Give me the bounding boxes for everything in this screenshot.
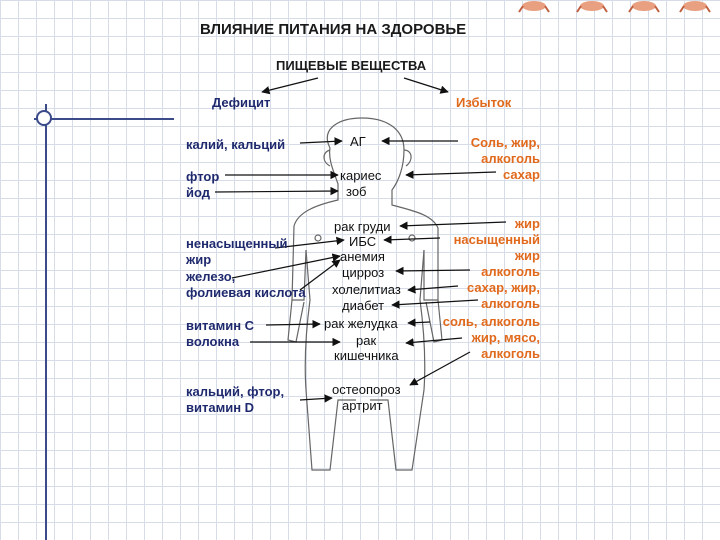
condition-label: рак — [356, 333, 376, 348]
arrow-satfat-ibs — [384, 238, 440, 240]
condition-label: артрит — [342, 398, 383, 413]
deficit-item: ненасыщенный — [186, 236, 288, 251]
arrow-iron-anemia — [232, 256, 340, 278]
deficit-item: фолиевая кислота — [186, 285, 306, 300]
arrow-sugar-chole — [408, 286, 458, 290]
condition-label: диабет — [342, 298, 384, 313]
condition-label: анемия — [340, 249, 385, 264]
condition-label: цирроз — [342, 265, 384, 280]
arrow-kalium-ag — [300, 141, 342, 143]
arrow-fat-breast — [400, 222, 506, 226]
excess-item: алкоголь — [481, 296, 540, 311]
deficit-item: йод — [186, 185, 210, 200]
arrow-alc-diabet — [392, 300, 478, 305]
arrow-to-excess — [404, 78, 448, 92]
excess-item: насыщенный — [454, 232, 540, 247]
excess-item: сахар, жир, — [467, 280, 540, 295]
excess-item: Соль, жир, — [471, 135, 540, 150]
condition-label: холелитиаз — [332, 282, 401, 297]
deficit-item: жир — [186, 252, 211, 267]
excess-item: жир — [515, 216, 540, 231]
excess-item: соль, алкоголь — [443, 314, 540, 329]
excess-item: алкоголь — [481, 346, 540, 361]
deficit-item: фтор — [186, 169, 219, 184]
subtitle: ПИЩЕВЫЕ ВЕЩЕСТВА — [276, 58, 426, 73]
arrow-to-deficit — [262, 78, 318, 92]
condition-label: АГ — [350, 134, 366, 149]
deficit-item: калий, кальций — [186, 137, 285, 152]
deficit-item: кальций, фтор, — [186, 384, 284, 399]
deficit-item: железо, — [186, 269, 235, 284]
excess-item: жир — [515, 248, 540, 263]
arrow-iod-zob — [215, 191, 338, 192]
deficit-item: витамин С — [186, 318, 254, 333]
arrow-salt-stomach — [408, 322, 430, 323]
excess-item: жир, мясо, — [472, 330, 540, 345]
condition-label: рак желудка — [324, 316, 398, 331]
arrow-vitc-stomach — [266, 324, 320, 325]
condition-label: остеопороз — [332, 382, 401, 397]
excess-item: алкоголь — [481, 264, 540, 279]
condition-label: зоб — [346, 184, 367, 199]
condition-label: кариес — [340, 168, 381, 183]
page-title: ВЛИЯНИЕ ПИТАНИЯ НА ЗДОРОВЬЕ — [200, 22, 466, 37]
deficit-item: витамин D — [186, 400, 254, 415]
deficit-item: волокна — [186, 334, 239, 349]
arrow-alc-cirrhosis — [396, 270, 470, 271]
excess-item: сахар — [503, 167, 540, 182]
arrow-vitd-osteo — [300, 398, 332, 400]
excess-item: алкоголь — [481, 151, 540, 166]
deficit-header: Дефицит — [212, 95, 270, 110]
condition-label: рак груди — [334, 219, 391, 234]
arrow-alc-osteo — [410, 352, 470, 385]
excess-header: Избыток — [456, 95, 511, 110]
arrow-sugar-karies — [406, 172, 496, 175]
condition-label: ИБС — [349, 234, 376, 249]
condition-label: кишечника — [334, 348, 399, 363]
